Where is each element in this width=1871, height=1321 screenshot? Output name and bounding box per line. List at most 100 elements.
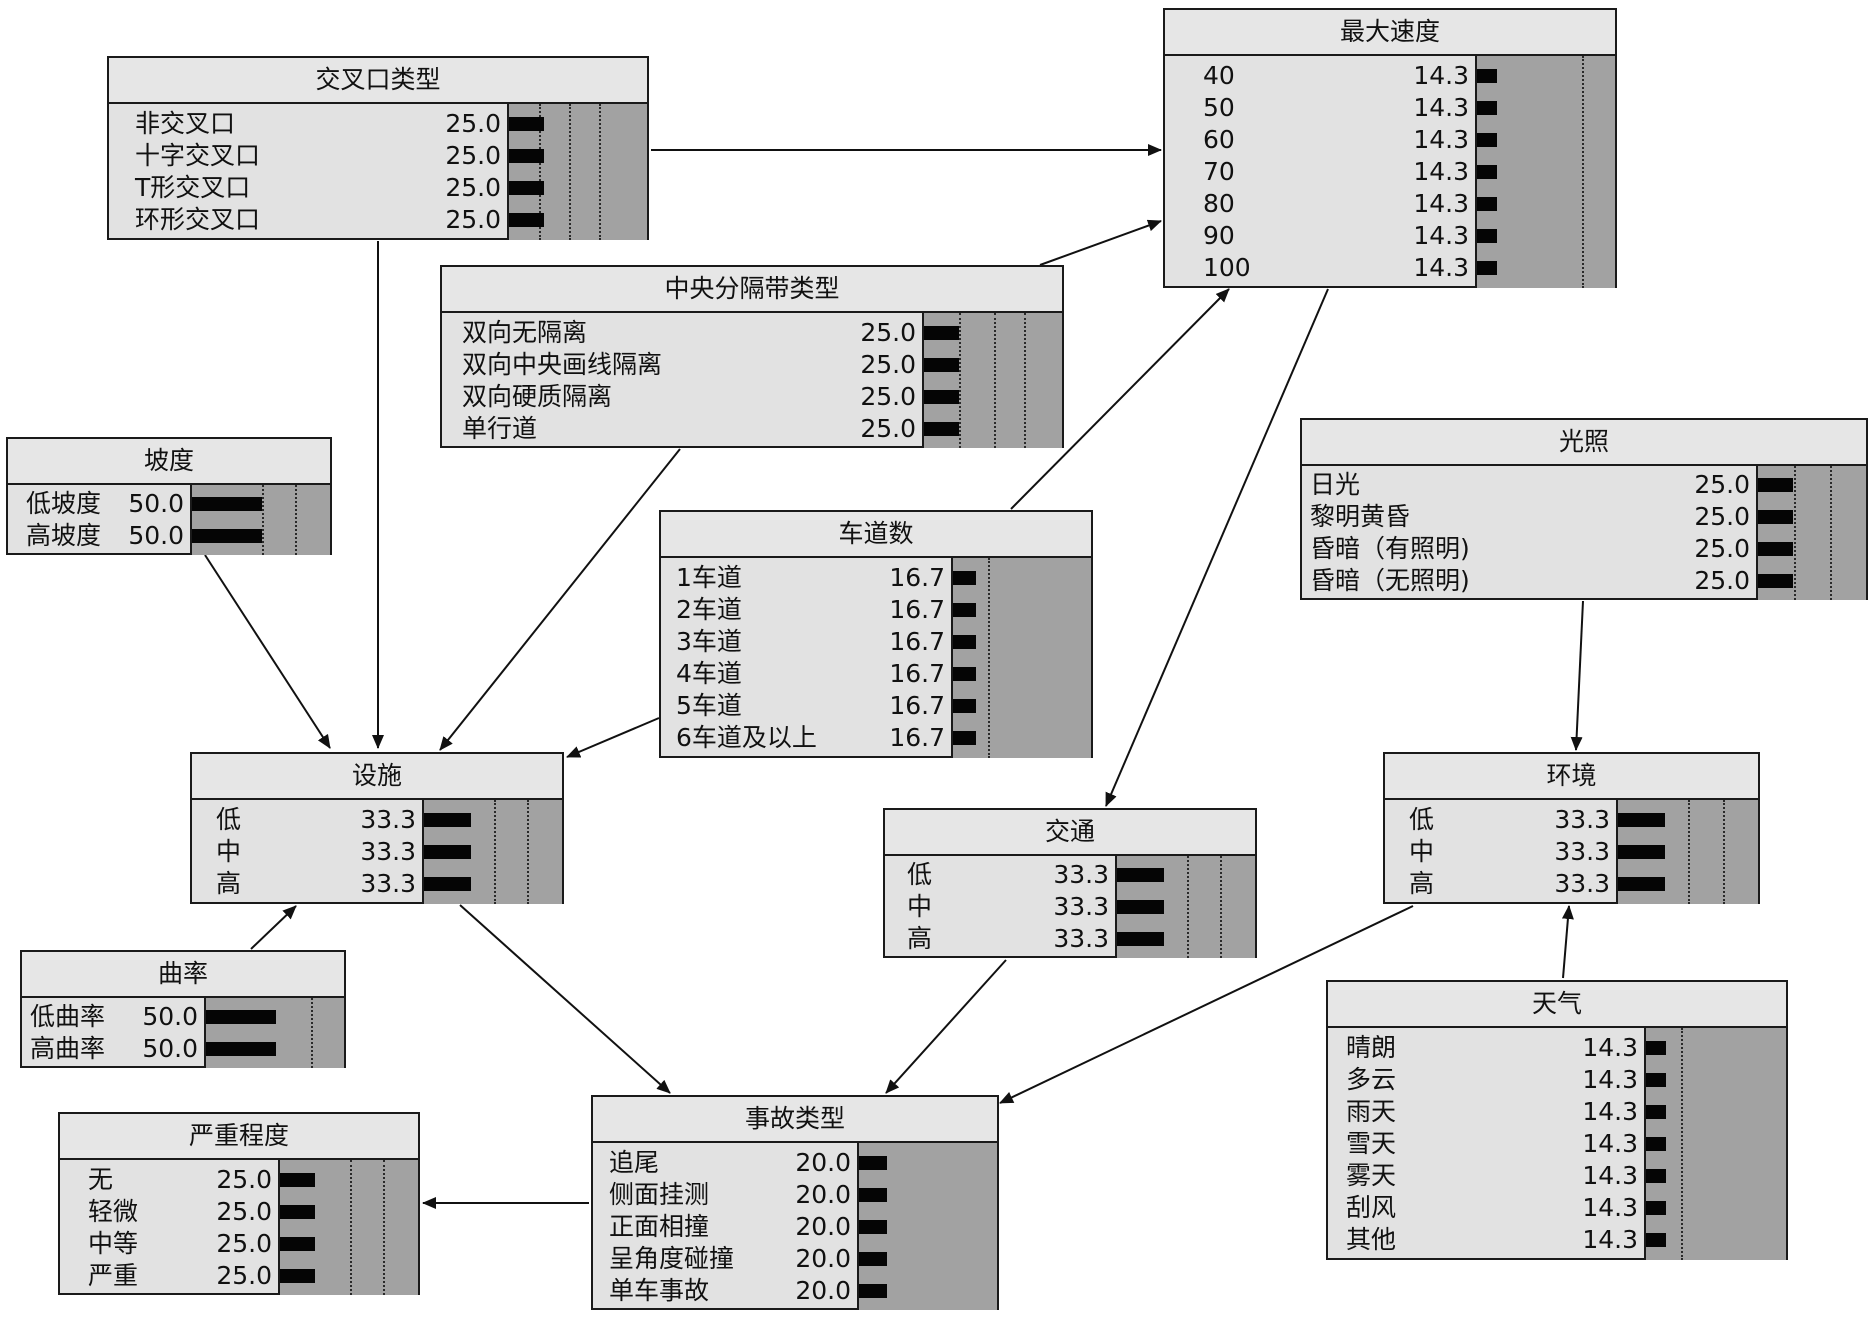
probability-bar <box>859 1284 887 1298</box>
probability-bar <box>1758 478 1793 492</box>
edge-curvature-to-facility <box>250 905 297 950</box>
state-row[interactable]: 昏暗（有照明)25.0 <box>1302 533 1866 565</box>
gauge-background <box>1644 1028 1786 1260</box>
state-label: 双向无隔离 <box>462 318 588 347</box>
probability-bar <box>1117 932 1164 946</box>
state-probability: 14.3 <box>1413 125 1469 154</box>
edge-weather-to-environment <box>1561 905 1574 979</box>
state-row[interactable]: 昏暗（无照明)25.0 <box>1302 565 1866 597</box>
probability-bar <box>1117 900 1164 914</box>
state-probability: 25.0 <box>445 205 501 234</box>
gauge-gridline <box>988 558 990 758</box>
node-title: 设施 <box>192 754 562 800</box>
edge-median-type-to-facility <box>439 448 681 751</box>
state-row[interactable]: 40 14.3 <box>1165 60 1615 92</box>
state-label: 环形交叉口 <box>135 205 261 234</box>
probability-bar <box>1758 510 1793 524</box>
probability-bar <box>1117 868 1164 882</box>
probability-bar <box>1477 69 1497 83</box>
state-row[interactable]: 50 14.3 <box>1165 92 1615 124</box>
probability-bar <box>953 699 976 713</box>
state-label: 6车道及以上 <box>676 723 817 752</box>
state-probability: 25.0 <box>860 318 916 347</box>
probability-bar <box>280 1237 315 1251</box>
state-label: 40 <box>1203 61 1235 90</box>
state-probability: 16.7 <box>889 723 945 752</box>
state-probability: 14.3 <box>1413 93 1469 122</box>
state-row[interactable]: 双向无隔离 25.0 <box>442 317 1062 349</box>
state-row[interactable]: 环形交叉口 25.0 <box>109 204 647 236</box>
state-label: 50 <box>1203 93 1235 122</box>
state-label: 雾天 <box>1346 1161 1397 1190</box>
state-probability: 14.3 <box>1413 157 1469 186</box>
state-probability: 14.3 <box>1582 1065 1638 1094</box>
state-row[interactable]: 6车道及以上 16.7 <box>661 722 1091 754</box>
state-probability: 16.7 <box>889 659 945 688</box>
edge-environment-to-accident-type <box>999 905 1414 1104</box>
probability-bar <box>1477 229 1497 243</box>
state-probability: 14.3 <box>1413 61 1469 90</box>
probability-bar <box>206 1042 276 1056</box>
